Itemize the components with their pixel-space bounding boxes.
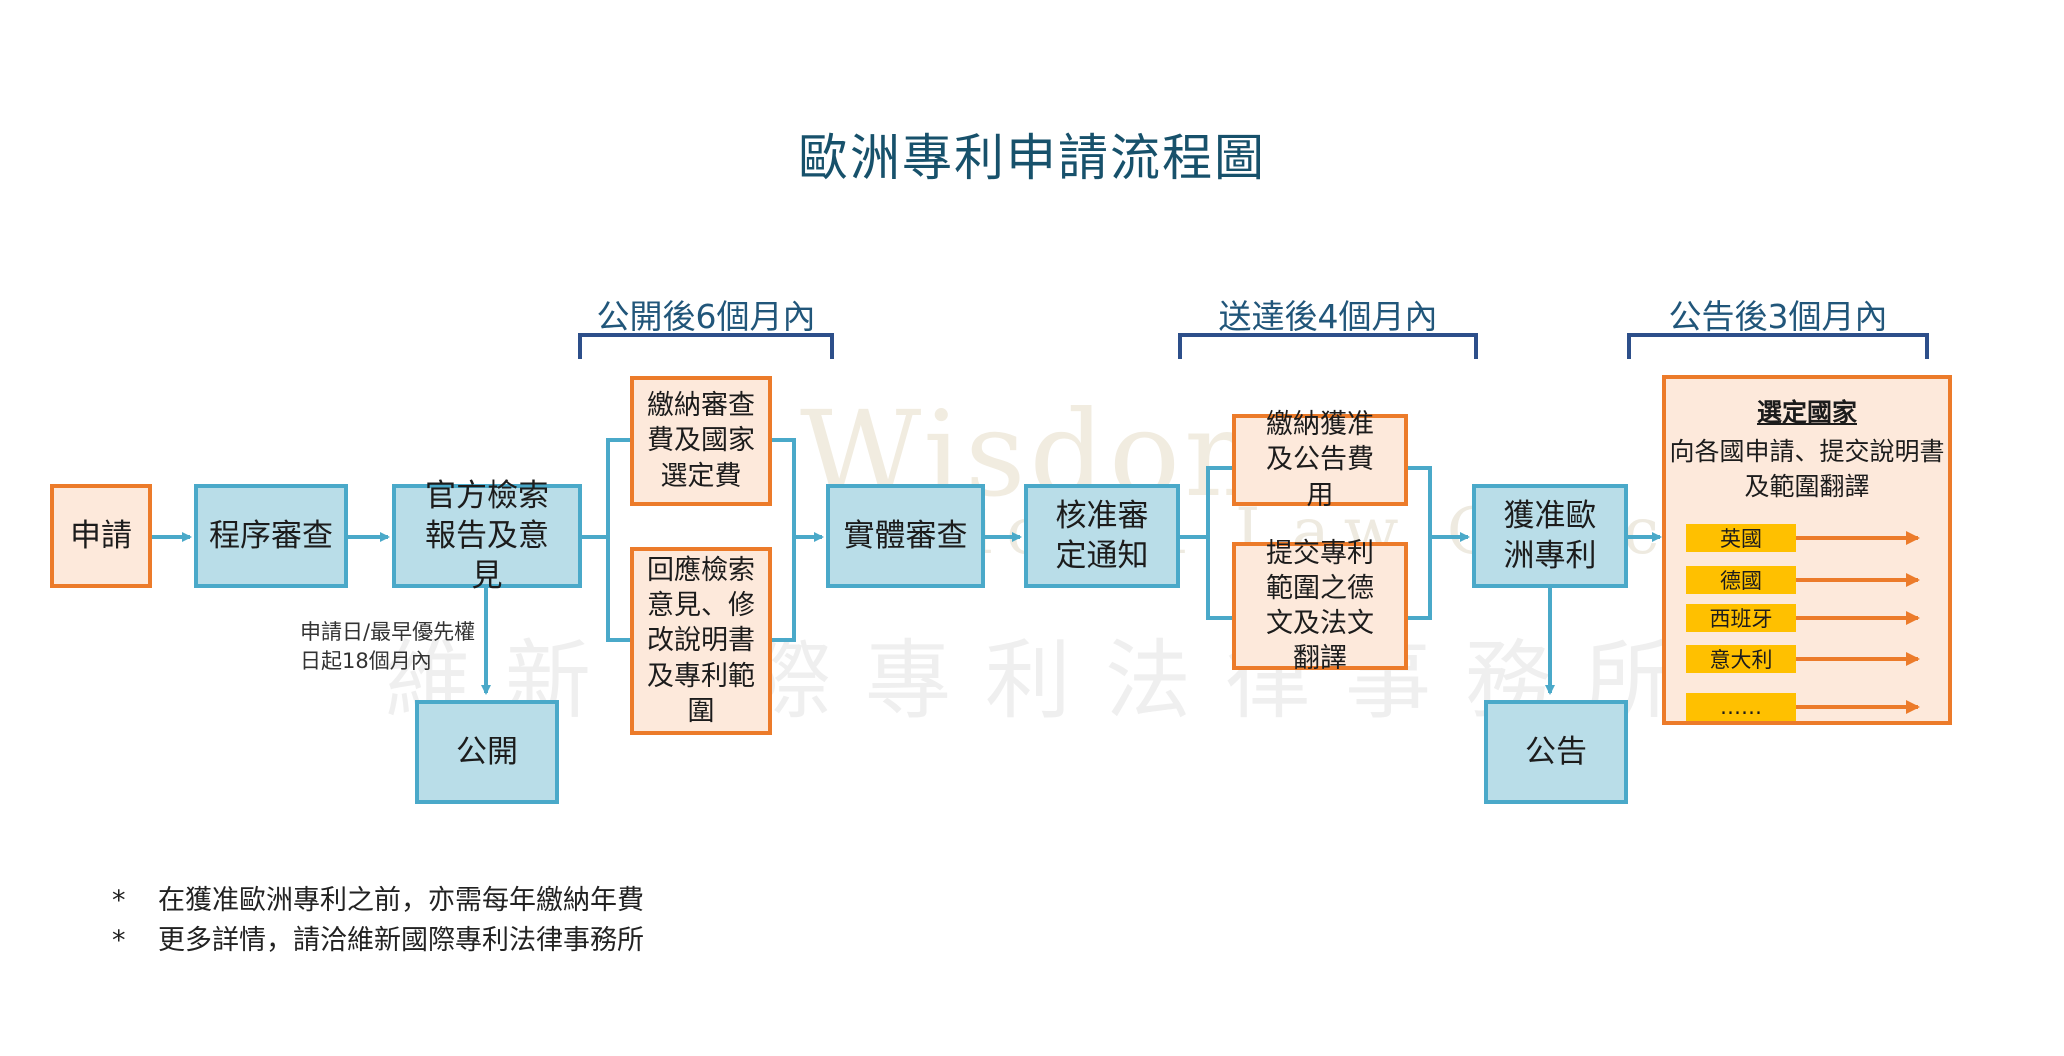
branch-right-2 xyxy=(1408,466,1432,620)
bracket-label-announcement: 公告後3個月內 xyxy=(1668,297,1888,336)
bracket-label-publication: 公開後6個月內 xyxy=(596,297,816,336)
panel-description: 向各國申請、提交說明書及範圍翻譯 xyxy=(1669,437,1945,501)
country-designation-panel: 選定國家 向各國申請、提交說明書及範圍翻譯 英國 德國 西班牙 意大利 …… xyxy=(1662,375,1952,725)
branch-left-2 xyxy=(1206,466,1232,620)
step-formal-examination: 程序審查 xyxy=(194,484,348,588)
country-italy: 意大利 xyxy=(1686,645,1796,673)
footnote-contact: * 更多詳情，請洽維新國際專利法律事務所 xyxy=(112,918,644,957)
country-germany: 德國 xyxy=(1686,566,1796,594)
page-title: 歐洲專利申請流程圖 xyxy=(798,129,1266,187)
step-search-report: 官方檢索報告及意見 xyxy=(392,478,582,594)
step-pay-examination-fee: 繳納審查費及國家選定費 xyxy=(630,376,772,506)
bracket-announcement-period xyxy=(1627,333,1929,359)
publication-timing-note: 申請日/最早優先權日起18個月內 xyxy=(300,620,476,674)
footnote-text: 更多詳情，請洽維新國際專利法律事務所 xyxy=(158,925,644,956)
footnote-annual-fee: * 在獲准歐洲專利之前，亦需每年繳納年費 xyxy=(112,878,644,917)
bracket-publication-period xyxy=(578,333,834,359)
footnote-mark: * xyxy=(112,885,126,916)
country-spain: 西班牙 xyxy=(1686,604,1796,632)
country-uk: 英國 xyxy=(1686,524,1796,552)
footnote-text: 在獲准歐洲專利之前，亦需每年繳納年費 xyxy=(158,885,644,916)
footnote-mark: * xyxy=(112,925,126,956)
step-submit-translation: 提交專利範圍之德文及法文翻譯 xyxy=(1232,538,1408,674)
branch-left-1 xyxy=(606,438,630,642)
branch-right-1 xyxy=(772,438,796,642)
step-eu-patent-granted: 獲准歐洲專利 xyxy=(1472,484,1628,588)
bracket-label-delivery: 送達後4個月內 xyxy=(1218,297,1438,336)
step-substantive-examination: 實體審查 xyxy=(826,484,985,588)
step-pay-grant-fee: 繳納獲准及公告費用 xyxy=(1232,409,1408,511)
country-arrows xyxy=(1796,531,1920,714)
step-apply: 申請 xyxy=(50,484,152,588)
country-more: …… xyxy=(1686,693,1796,721)
panel-title: 選定國家 xyxy=(1756,398,1857,427)
step-grant-notice: 核准審定通知 xyxy=(1024,484,1180,588)
step-respond-search-opinion: 回應檢索意見、修改說明書及專利範圍 xyxy=(630,547,772,735)
bracket-delivery-period xyxy=(1178,333,1478,359)
step-publication: 公開 xyxy=(415,700,559,804)
watermark-firm-name: 維新國際專利法律事務所 xyxy=(385,631,1705,731)
step-announcement: 公告 xyxy=(1484,700,1628,804)
